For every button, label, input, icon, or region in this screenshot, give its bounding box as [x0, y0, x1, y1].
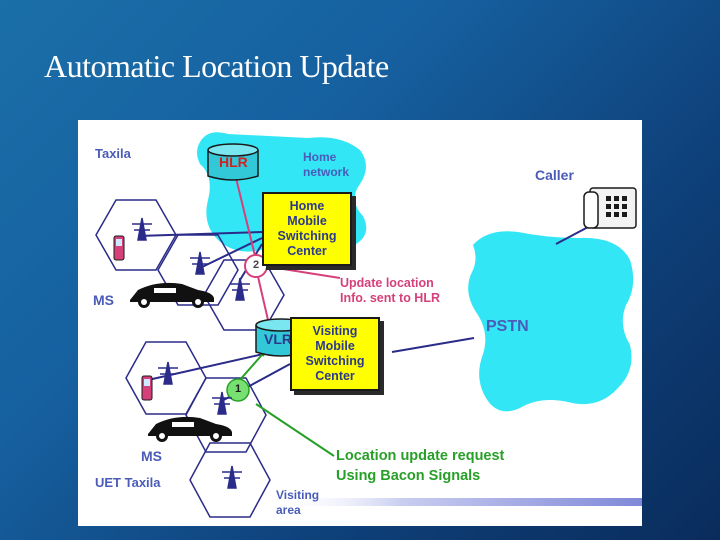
- hex-cell: [185, 377, 267, 453]
- step-2-label: 2: [252, 259, 260, 271]
- hex-cell: [203, 259, 285, 331]
- visiting-msc-box: Visiting Mobile Switching Center: [290, 317, 380, 391]
- hex-cell: [189, 442, 271, 518]
- location-request-text: Location update request Using Bacon Sign…: [336, 448, 505, 484]
- car-icon: [130, 282, 214, 308]
- slide-title: Automatic Location Update: [44, 48, 389, 84]
- hlr-label: HLR: [219, 154, 248, 170]
- ms-label-bottom: MS: [141, 448, 162, 464]
- update-location-text: Update location Info. sent to HLR: [340, 276, 440, 305]
- telephone-icon: [583, 187, 637, 229]
- step-2-circle: [244, 254, 268, 278]
- pstn-label: PSTN: [486, 318, 529, 335]
- step-1-label: 1: [234, 383, 242, 395]
- home-msc-box: Home Mobile Switching Center: [262, 192, 352, 266]
- antenna-icon: [132, 217, 250, 489]
- car-icon: [148, 416, 232, 442]
- bottom-bar: [274, 498, 642, 506]
- diagram-panel: Taxila HLR Home network Home Mobile Swit…: [78, 120, 642, 526]
- ms-label-top: MS: [93, 292, 114, 308]
- visiting-msc-label: Visiting Mobile Switching Center: [305, 324, 365, 383]
- hlr-database: [207, 143, 259, 181]
- place-label-bottom: UET Taxila: [95, 475, 161, 490]
- home-msc-label: Home Mobile Switching Center: [277, 199, 337, 258]
- home-network-label: Home network: [303, 150, 350, 179]
- step-1-circle: [226, 378, 250, 402]
- mobile-phone-icon: [141, 375, 153, 401]
- mobile-phone-icon: [113, 235, 125, 261]
- diagram-graphics: [95, 132, 642, 518]
- vlr-label: VLR: [264, 331, 292, 347]
- visiting-area-label: Visiting area: [276, 488, 320, 517]
- caller-label: Caller: [535, 167, 574, 183]
- pstn-cloud: [468, 231, 634, 412]
- place-label-top: Taxila: [95, 146, 131, 161]
